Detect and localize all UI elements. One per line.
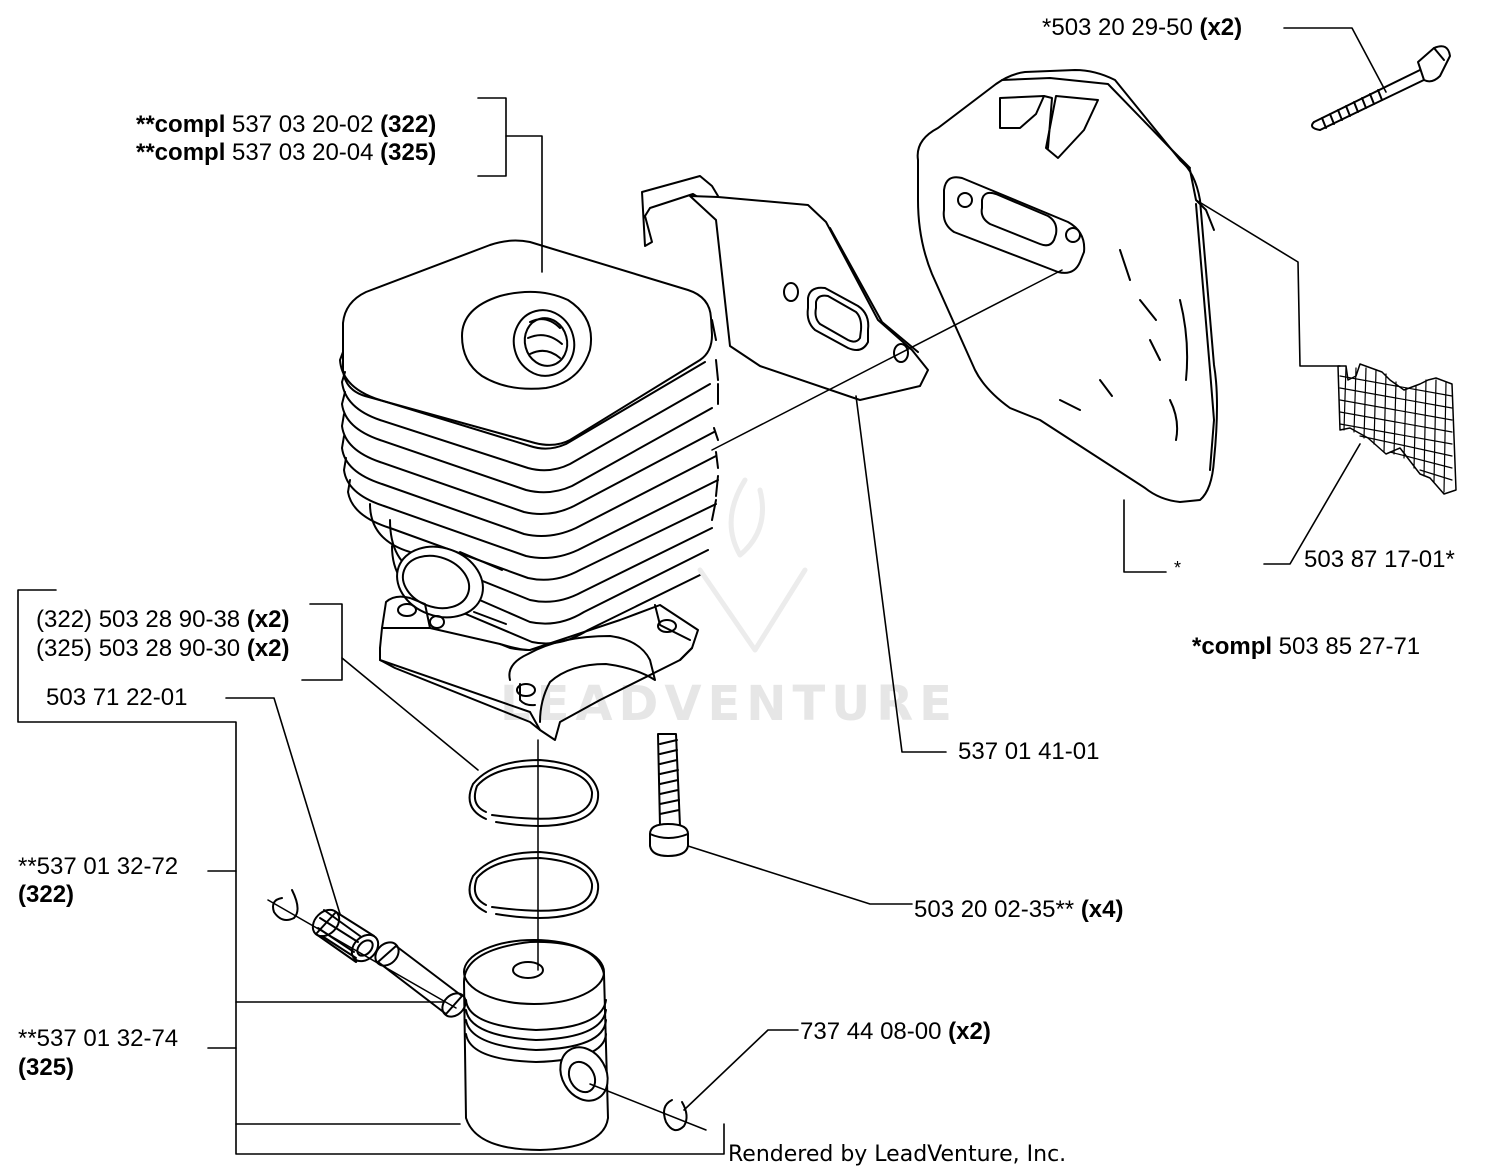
label-spark-screen: 503 87 17-01* bbox=[1304, 546, 1455, 573]
label-heat-shield: 537 01 41-01 bbox=[958, 738, 1100, 765]
label-muffler-bolt: *503 20 29-50 (x2) bbox=[1042, 14, 1243, 41]
spark-screen-drawing bbox=[1337, 363, 1457, 495]
piston-drawing bbox=[463, 939, 609, 1151]
label-cylinder-325: **compl 537 03 20-04 (325) bbox=[136, 139, 437, 166]
label-piston-325: **537 01 32-74 bbox=[18, 1025, 179, 1052]
cylinder-bolt-drawing bbox=[649, 733, 689, 857]
leader-lines bbox=[17, 27, 1387, 1155]
wrist-pin-drawing bbox=[374, 941, 467, 1018]
muffler-bolt-drawing bbox=[1311, 45, 1451, 131]
label-rings-325: (325) 503 28 90-30 (x2) bbox=[36, 635, 290, 662]
label-muffler-compl: *compl 503 85 27-71 bbox=[1192, 633, 1421, 660]
cylinder-drawing bbox=[339, 239, 719, 741]
label-piston-322: **537 01 32-72 bbox=[18, 853, 179, 880]
circlip-drawing bbox=[272, 889, 688, 1132]
label-needle-bearing: 503 71 22-01 bbox=[46, 684, 188, 711]
label-cylinder-bolt: 503 20 02-35** (x4) bbox=[914, 896, 1124, 923]
label-circlip: 737 44 08-00 (x2) bbox=[800, 1018, 991, 1045]
label-muffler-asterisk: * bbox=[1174, 558, 1182, 578]
assembly-lines bbox=[267, 269, 1063, 1131]
label-piston-322-model: (322) bbox=[18, 881, 75, 908]
label-rings-322: (322) 503 28 90-38 (x2) bbox=[36, 606, 290, 633]
label-piston-325-model: (325) bbox=[18, 1054, 75, 1081]
label-cylinder-322: **compl 537 03 20-02 (322) bbox=[136, 111, 437, 138]
needle-bearing-drawing bbox=[311, 908, 380, 963]
muffler-drawing bbox=[916, 69, 1218, 503]
piston-rings-drawing bbox=[468, 759, 600, 919]
watermark-emblem bbox=[697, 477, 808, 653]
watermark: LEADVENTURE bbox=[500, 676, 958, 732]
footer-credit: Rendered by LeadVenture, Inc. bbox=[728, 1142, 1067, 1167]
heat-shield-plate-drawing bbox=[641, 175, 929, 401]
